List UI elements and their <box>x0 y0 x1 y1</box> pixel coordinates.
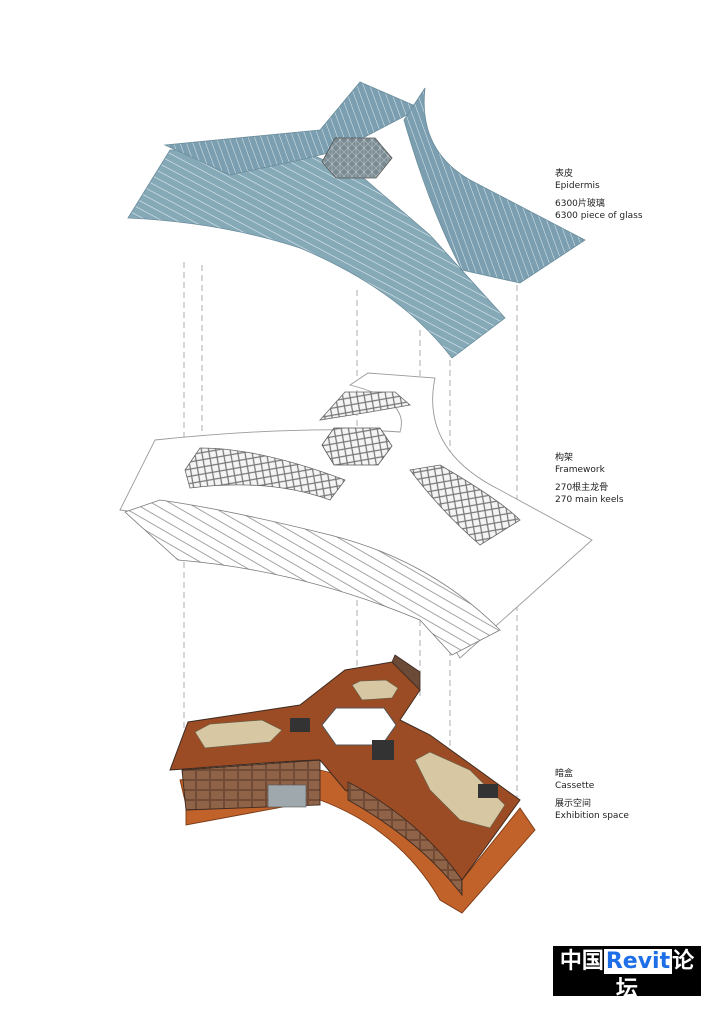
watermark-title-pre: 中国 <box>559 949 604 974</box>
framework-label: 构架 Framework 270根主龙骨 270 main keels <box>555 452 624 512</box>
framework-name-en: Framework <box>555 465 605 475</box>
framework-detail-cn: 270根主龙骨 <box>555 483 609 493</box>
framework-name-cn: 构架 <box>555 453 574 463</box>
cassette-detail-cn: 展示空间 <box>555 799 592 809</box>
epidermis-layer <box>127 81 586 359</box>
cassette-label: 暗盒 Cassette 展示空间 Exhibition space <box>555 768 629 828</box>
epidermis-name-cn: 表皮 <box>555 169 574 179</box>
epidermis-name-en: Epidermis <box>555 181 600 191</box>
watermark-url: www.chinarevit.com <box>565 1004 689 1017</box>
chinarevit-watermark: 中国Revit论坛 www.chinarevit.com <box>553 946 701 1017</box>
framework-layer <box>119 372 593 659</box>
cassette-layer <box>169 654 536 914</box>
watermark-brand: Revit <box>603 949 673 974</box>
cassette-name-cn: 暗盒 <box>555 769 574 779</box>
cassette-detail-en: Exhibition space <box>555 811 629 821</box>
watermark-title-post: 论坛 <box>615 949 695 1002</box>
cassette-name-en: Cassette <box>555 781 595 791</box>
framework-detail-en: 270 main keels <box>555 495 624 505</box>
epidermis-detail-en: 6300 piece of glass <box>555 211 643 221</box>
epidermis-detail-cn: 6300片玻璃 <box>555 199 605 209</box>
watermark-title: 中国Revit论坛 <box>553 948 701 1004</box>
epidermis-label: 表皮 Epidermis 6300片玻璃 6300 piece of glass <box>555 168 643 228</box>
